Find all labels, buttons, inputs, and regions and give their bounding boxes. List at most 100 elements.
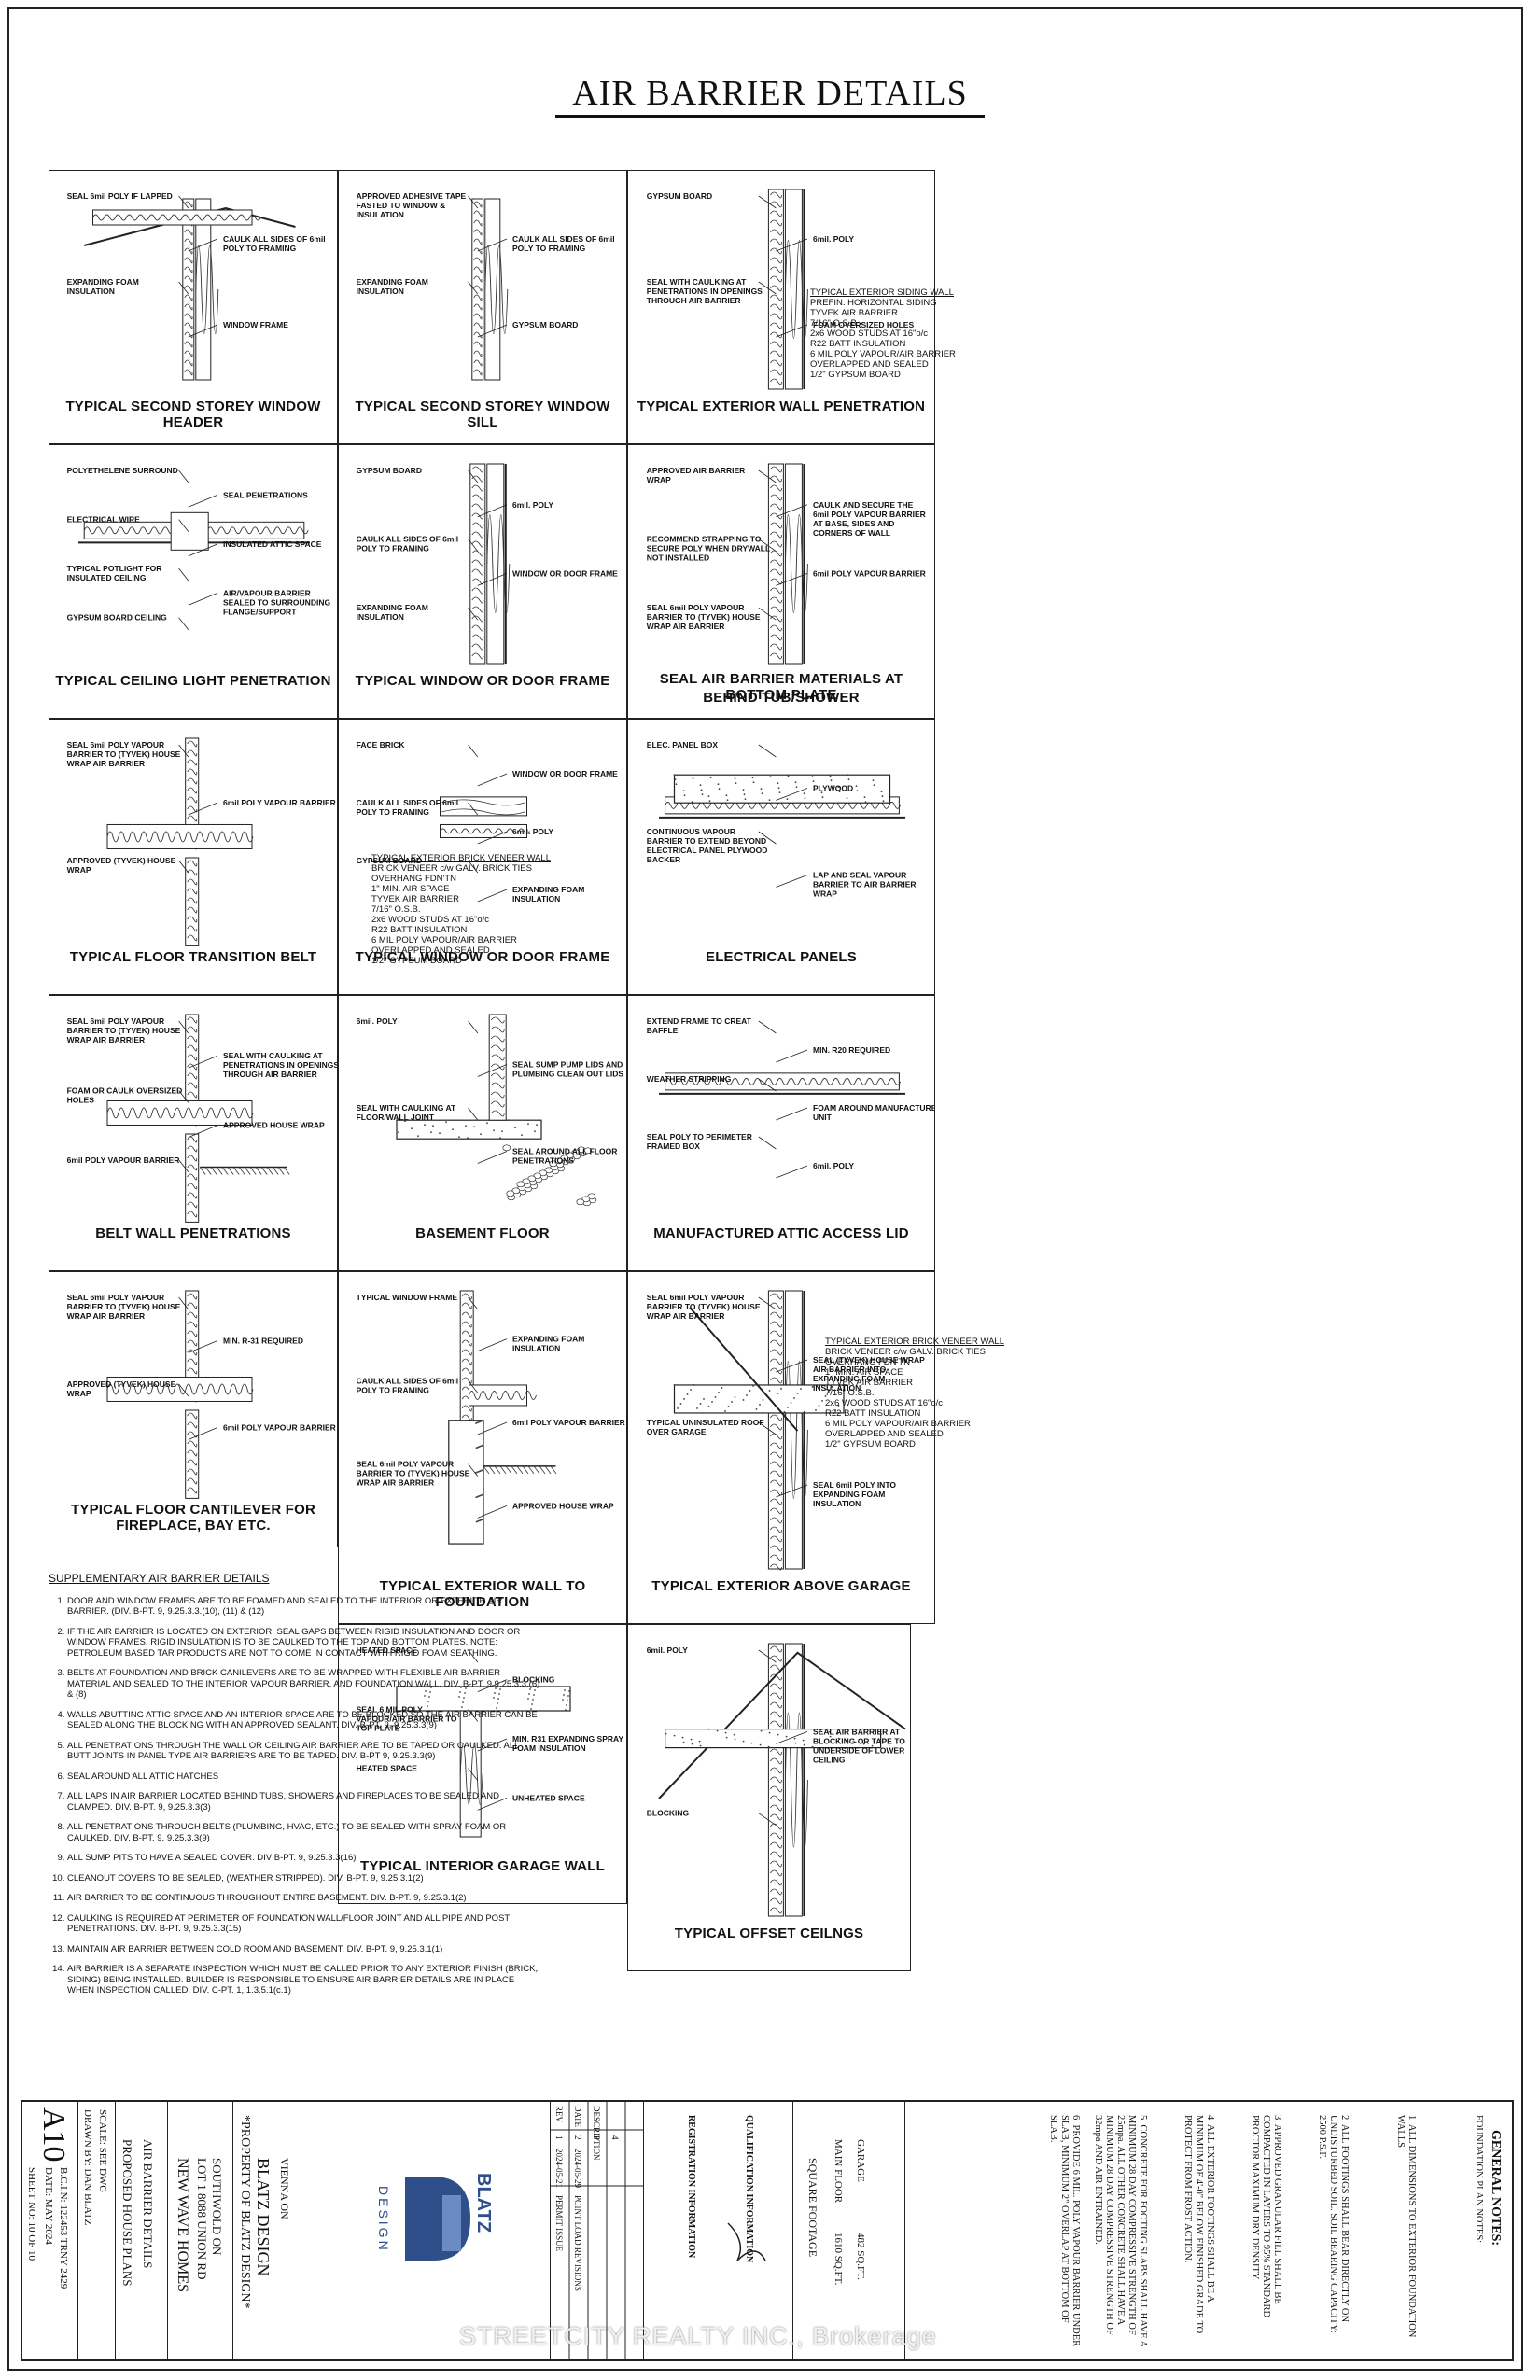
detail-note: CAULK ALL SIDES OF 6mil xyxy=(357,1376,459,1385)
detail-note: FRAMED BOX xyxy=(647,1141,700,1151)
supplementary-item: ALL PENETRATIONS THROUGH BELTS (PLUMBING… xyxy=(67,1822,543,1843)
spec-line: TYPICAL EXTERIOR SIDING WALL xyxy=(810,287,954,298)
project-column: NEW WAVE HOMES LOT 1 8088 UNION RD SOUTH… xyxy=(168,2102,233,2359)
supplementary-item: MAINTAIN AIR BARRIER BETWEEN COLD ROOM A… xyxy=(67,1944,543,1955)
sheet-number: A10 xyxy=(36,2107,71,2163)
detail-note: 6mil. POLY xyxy=(813,234,854,244)
page-title: AIR BARRIER DETAILS xyxy=(0,73,1540,118)
general-note: FOUNDATION PLAN NOTES: xyxy=(1474,2115,1484,2244)
detail-note: INSULATION xyxy=(813,1383,861,1393)
detail-note: PENETRATIONS IN OPENINGS xyxy=(223,1060,338,1070)
detail-caption: TYPICAL SECOND STOREY WINDOW SILL xyxy=(355,399,610,430)
detail-note: WRAP xyxy=(647,475,671,484)
detail-note: 6mil POLY VAPOUR BARRIER xyxy=(67,1155,180,1165)
detail-note: BARRIER TO (TYVEK) HOUSE xyxy=(647,1302,761,1311)
detail-note: SEAL SUMP PUMP LIDS AND xyxy=(512,1060,623,1070)
supplementary-heading: SUPPLEMENTARY AIR BARRIER DETAILS xyxy=(49,1572,270,1585)
logo-text-bottom: DESIGN xyxy=(376,2186,391,2253)
detail-note: APPROVED AIR BARRIER xyxy=(647,466,745,475)
sheet-title-2: AIR BARRIER DETAILS xyxy=(141,2139,155,2269)
detail-note: WRAP xyxy=(67,1389,91,1398)
spec-line: 1/2" GYPSUM BOARD xyxy=(371,956,462,966)
detail-note: TYPICAL WINDOW FRAME xyxy=(357,1293,458,1302)
detail-note: INSULATION xyxy=(813,1499,861,1508)
detail-note: 6mil. POLY xyxy=(357,1016,398,1026)
detail-note: SEAL 6mil POLY IF LAPPED xyxy=(67,191,173,201)
firm-location: VIENNA ON xyxy=(278,2158,291,2219)
detail-note: SEAL 6mil POLY VAPOUR xyxy=(67,1016,165,1026)
scale: SCALE: SEE DWG xyxy=(97,2109,108,2193)
general-note: 1. ALL DIMENSIONS TO EXTERIOR FOUNDATION… xyxy=(1395,2115,1417,2338)
detail-note: HOLES xyxy=(67,1095,95,1104)
revision-no: 3 xyxy=(592,2135,601,2140)
detail-note: BLOCKING xyxy=(647,1809,690,1818)
detail-note: CAULK AND SECURE THE xyxy=(813,500,914,510)
detail-note: 6mil POLY VAPOUR BARRIER xyxy=(813,568,926,578)
detail-caption: MANUFACTURED ATTIC ACCESS LID xyxy=(653,1225,909,1241)
detail-note: LAP AND SEAL VAPOUR xyxy=(813,871,906,880)
detail-note: SEAL 6mil POLY VAPOUR xyxy=(67,740,165,749)
spec-line: PREFIN. HORIZONTAL SIDING xyxy=(810,298,937,308)
detail-note: FOAM AROUND MANUFACTURED xyxy=(813,1103,935,1113)
detail-note: UNDERSIDE OF LOWER xyxy=(813,1745,904,1755)
project-town: SOUTHWOLD ON xyxy=(210,2158,224,2256)
detail-note: BLOCKING OR TAPE TO xyxy=(813,1736,905,1745)
supplementary-item: ALL LAPS IN AIR BARRIER LOCATED BEHIND T… xyxy=(67,1791,543,1813)
detail-note: WRAP AIR BARRIER xyxy=(67,1035,146,1044)
detail-note: WINDOW FRAME xyxy=(223,320,288,329)
supplementary-item: SEAL AROUND ALL ATTIC HATCHES xyxy=(67,1771,543,1783)
general-note: 5. CONCRETE FOR FOOTING SLABS SHALL HAVE… xyxy=(1093,2115,1148,2347)
revision-date: 2024-05-21 xyxy=(554,2149,564,2188)
detail-caption: TYPICAL INTERIOR GARAGE WALL xyxy=(360,1858,605,1874)
detail-note: BARRIER TO (TYVEK) HOUSE xyxy=(67,1026,181,1035)
detail-note: BARRIER TO (TYVEK) HOUSE xyxy=(357,1469,470,1478)
detail-note: EXPANDING FOAM xyxy=(67,277,139,287)
detail-note: FACE BRICK xyxy=(357,740,406,749)
spec-line: OVERHANG FDN'TN xyxy=(371,874,457,884)
sq-footage-heading: SQUARE FOOTAGE xyxy=(806,2158,819,2258)
revision-date: 2024-05-29 xyxy=(573,2149,582,2188)
detail-note: WRAP AIR BARRIER xyxy=(357,1478,435,1488)
detail-note: WRAP xyxy=(813,889,837,899)
detail-note: FOAM OR CAULK OVERSIZED xyxy=(67,1085,183,1095)
detail-note: SEAL 6mil POLY VAPOUR xyxy=(647,1293,745,1302)
supplementary-item: AIR BARRIER IS A SEPARATE INSPECTION WHI… xyxy=(67,1964,543,1996)
main-floor-label: MAIN FLOOR xyxy=(833,2139,844,2204)
supplementary-item: CLEANOUT COVERS TO BE SEALED, (WEATHER S… xyxy=(67,1873,543,1884)
detail-note: EXPANDING FOAM xyxy=(357,603,428,612)
detail-note: APPROVED (TYVEK) HOUSE xyxy=(67,856,176,865)
detail-note: RECOMMEND STRAPPING TO xyxy=(647,535,762,544)
detail-note: SEAL WITH CAULKING AT xyxy=(647,277,747,287)
detail-note: HEATED SPACE xyxy=(357,1764,418,1773)
garage-label: GARAGE xyxy=(855,2139,866,2182)
detail-note: BARRIER TO (TYVEK) HOUSE xyxy=(647,612,761,622)
signature xyxy=(727,2222,766,2261)
detail-caption: TYPICAL EXTERIOR WALL PENETRATION xyxy=(637,399,926,414)
detail-note: SEAL 6mil POLY VAPOUR xyxy=(647,603,745,612)
detail-note: INSULATION xyxy=(67,287,115,296)
title-block: A10 SHEET NO: 10 OF 10 DATE: MAY 2024 B.… xyxy=(21,2100,1514,2361)
detail-note: POLY TO FRAMING xyxy=(357,544,430,553)
detail-note: VAPOUR/AIR BARRIER TO xyxy=(357,1714,457,1723)
detail-caption: TYPICAL EXTERIOR ABOVE GARAGE xyxy=(651,1578,911,1594)
supplementary-item: BELTS AT FOUNDATION AND BRICK CANILEVERS… xyxy=(67,1668,543,1701)
detail-note: ELECTRICAL PANEL PLYWOOD xyxy=(647,846,768,855)
supplementary-item: AIR BARRIER TO BE CONTINUOUS THROUGHOUT … xyxy=(67,1893,543,1904)
detail-note: POLY TO FRAMING xyxy=(223,244,297,253)
spec-line: 2x6 WOOD STUDS AT 16"o/c xyxy=(371,915,490,925)
detail-note: INSULATION xyxy=(357,287,404,296)
detail-note: FASTED TO WINDOW & xyxy=(357,201,446,210)
detail-note: NOT INSTALLED xyxy=(647,553,709,563)
detail-note: THROUGH AIR BARRIER xyxy=(647,296,741,305)
